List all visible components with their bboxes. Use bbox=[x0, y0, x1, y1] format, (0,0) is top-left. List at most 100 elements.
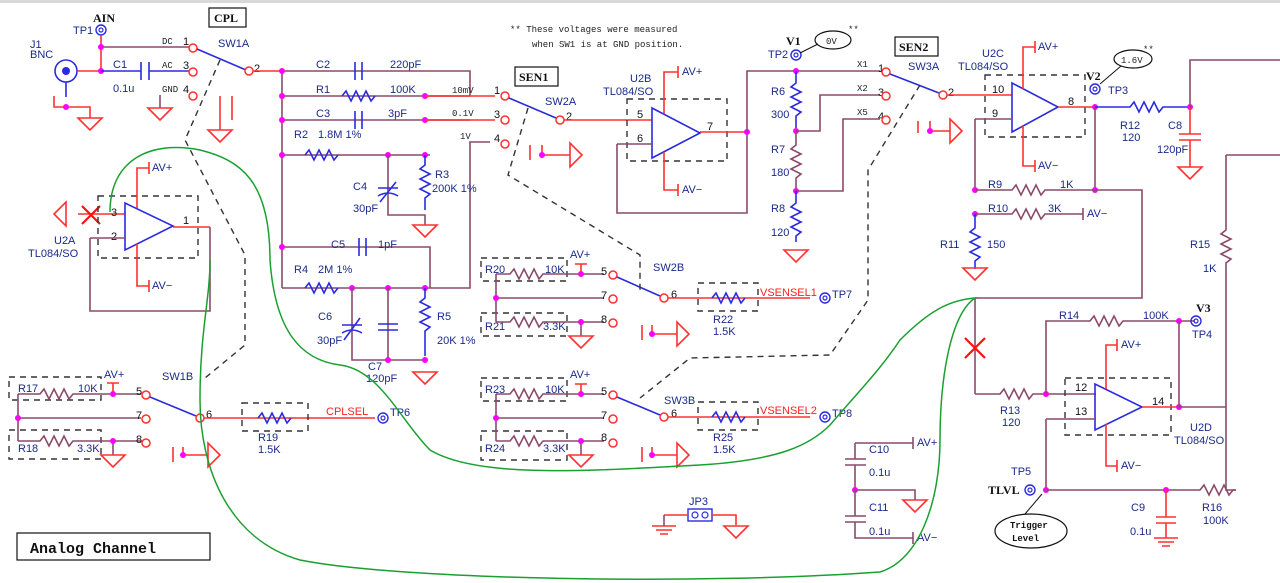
r24-value: 3.3K bbox=[543, 443, 566, 455]
c8-label: C8 bbox=[1168, 120, 1182, 132]
pin-5: 5 bbox=[136, 386, 142, 398]
pin-6: 6 bbox=[671, 408, 677, 420]
u2b-opamp-icon bbox=[651, 106, 702, 160]
tp1-testpoint-icon bbox=[95, 24, 107, 36]
tp4-label: TP4 bbox=[1192, 329, 1212, 341]
c1-label: C1 bbox=[113, 59, 127, 71]
u2c-label: U2C bbox=[982, 48, 1004, 60]
tp6-testpoint-icon bbox=[377, 412, 389, 424]
pin-8: 8 bbox=[601, 432, 607, 444]
switch-contact bbox=[608, 390, 618, 400]
r8-label: R8 bbox=[771, 203, 785, 215]
ground-icon bbox=[412, 371, 438, 385]
pin-2: 2 bbox=[111, 231, 117, 243]
bnc-connector-icon bbox=[53, 59, 91, 118]
u2d-avm: AV− bbox=[1121, 460, 1141, 472]
window-top-border bbox=[0, 0, 1280, 3]
v1-label: V1 bbox=[786, 34, 801, 48]
sw3b-avp: AV+ bbox=[570, 369, 590, 381]
r23-value: 10K bbox=[545, 384, 565, 396]
ground-icon bbox=[77, 117, 103, 131]
pin-1: 1 bbox=[183, 36, 189, 48]
r2-value: 1.8M 1% bbox=[318, 129, 362, 141]
pin-4: 4 bbox=[183, 84, 189, 96]
switch-contact bbox=[659, 412, 669, 422]
attenuator-network: C2 220pF R1 100K C3 3pF R2 1.8M 1% R3 20… bbox=[279, 59, 495, 385]
x1-label: X1 bbox=[857, 60, 868, 70]
title-text: Analog Channel bbox=[30, 541, 156, 558]
sw3a-switch-lever[interactable] bbox=[889, 73, 940, 94]
c2-label: C2 bbox=[316, 59, 330, 71]
dc-label: DC bbox=[162, 37, 173, 47]
earth-ground-icon bbox=[1153, 537, 1179, 547]
sw1b-label: SW1B bbox=[162, 371, 193, 383]
ground-icon bbox=[147, 107, 173, 121]
pin-5: 5 bbox=[601, 386, 607, 398]
ground-icon bbox=[723, 525, 749, 539]
sw1b-avp: AV+ bbox=[104, 369, 124, 381]
earth-ground-icon bbox=[651, 525, 677, 535]
r9-label: R9 bbox=[988, 179, 1002, 191]
trigger-label: Trigger bbox=[1010, 521, 1048, 531]
sw1b-switch-lever[interactable] bbox=[149, 396, 197, 417]
u2b-part: TL084/SO bbox=[603, 86, 654, 98]
c10-value: 0.1u bbox=[869, 467, 890, 479]
u2d-opamp-icon bbox=[1094, 382, 1144, 432]
pin-5: 5 bbox=[601, 266, 607, 278]
r13-label: R13 bbox=[1000, 405, 1020, 417]
title-block: Analog Channel bbox=[16, 532, 211, 561]
switch-contact bbox=[141, 438, 151, 448]
pin-13: 13 bbox=[1075, 406, 1087, 418]
ground-icon bbox=[949, 118, 963, 144]
range-01v-label: 0.1V bbox=[452, 109, 474, 119]
ground-icon bbox=[1177, 166, 1203, 180]
pin-5: 5 bbox=[637, 109, 643, 121]
sw3a-label: SW3A bbox=[908, 61, 940, 73]
ain-label: AIN bbox=[93, 11, 115, 25]
r10-value: 3K bbox=[1048, 203, 1062, 215]
r13-value: 120 bbox=[1002, 417, 1020, 429]
vsensel1-net-label: VSENSEL1 bbox=[760, 287, 817, 299]
r20-label: R20 bbox=[485, 264, 505, 276]
range-1v-label: 1V bbox=[460, 132, 471, 142]
c11-avm: AV− bbox=[917, 532, 937, 544]
sw2b-avp: AV+ bbox=[570, 249, 590, 261]
sw2b-switch-lever[interactable] bbox=[616, 276, 661, 297]
v1-value: 0V bbox=[826, 37, 837, 47]
u2a-section: AV+ AV− 3 2 1 U2A TL084/SO bbox=[28, 162, 211, 312]
r25-label: R25 bbox=[713, 432, 733, 444]
r9-value: 1K bbox=[1060, 179, 1074, 191]
sw3b-switch-lever[interactable] bbox=[616, 396, 661, 416]
c5-value: 1pF bbox=[378, 239, 397, 251]
r3-value: 200K 1% bbox=[432, 183, 477, 195]
c4-value: 30pF bbox=[353, 203, 378, 215]
input-section: AIN TP1 J1 BNC C1 0.1u DC AC GND 1 3 4 C… bbox=[30, 7, 282, 143]
r18-label: R18 bbox=[18, 443, 38, 455]
bnc-label: BNC bbox=[30, 49, 53, 61]
decoupling-section: AV+ C10 0.1u C11 0.1u AV− JP3 bbox=[651, 437, 937, 544]
tp7-label: TP7 bbox=[832, 289, 852, 301]
c3-label: C3 bbox=[316, 108, 330, 120]
c9-label: C9 bbox=[1131, 502, 1145, 514]
no-connect-x-icon bbox=[964, 337, 986, 359]
no-connect-x-icon bbox=[81, 205, 101, 225]
switch-contact bbox=[608, 318, 618, 328]
pin-9: 9 bbox=[992, 108, 998, 120]
r19-value: 1.5K bbox=[258, 444, 281, 456]
c11-label: C11 bbox=[869, 502, 888, 514]
pin-3: 3 bbox=[111, 207, 117, 219]
sw1a-switch-lever[interactable] bbox=[196, 48, 247, 71]
u2c-opamp-icon bbox=[1011, 81, 1060, 134]
sen1-label: SEN1 bbox=[519, 70, 548, 84]
c6-trimmer-cap-icon bbox=[341, 317, 363, 341]
note-line-2: when SW1 is at GND position. bbox=[532, 40, 683, 50]
pin-6: 6 bbox=[637, 133, 643, 145]
r12-value: 120 bbox=[1122, 132, 1140, 144]
sw2a-switch-lever[interactable] bbox=[508, 97, 557, 119]
r10-avm: AV− bbox=[1087, 208, 1107, 220]
r23-label: R23 bbox=[485, 384, 505, 396]
v2-measurement-callout bbox=[1113, 49, 1153, 69]
sw3b-section: R23 10K R24 3.3K AV+ 5 7 8 SW3B 6 R25 1.… bbox=[480, 369, 852, 468]
c8-value: 120pF bbox=[1157, 144, 1188, 156]
